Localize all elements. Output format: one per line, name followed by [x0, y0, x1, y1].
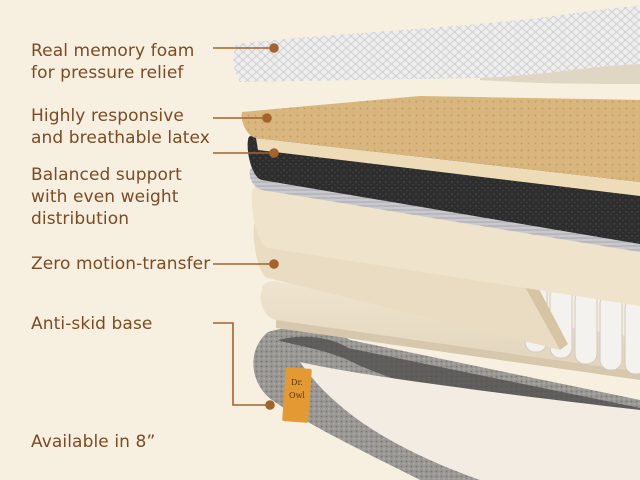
- availability-text: Available in 8”: [31, 432, 156, 452]
- callout-line: with even weight: [31, 187, 179, 207]
- leader-dot-4: [269, 259, 279, 269]
- leader-dot-2: [262, 113, 272, 123]
- callout-line: Highly responsive: [31, 106, 184, 126]
- leader-dot-1: [269, 43, 279, 53]
- leader-lines: [213, 43, 279, 410]
- comfort-foam-layer: [251, 185, 640, 306]
- callout-balanced-support: Balanced support with even weight distri…: [31, 164, 182, 230]
- callout-line: Anti-skid base: [31, 314, 153, 334]
- callout-line: Balanced support: [31, 165, 182, 185]
- base-cover-layer: [253, 326, 640, 480]
- callout-latex: Highly responsive and breathable latex: [31, 105, 210, 149]
- memory-foam-layer: [233, 6, 640, 84]
- leader-line-5: [213, 322, 268, 406]
- brand-tag: Dr. Owl: [282, 367, 312, 423]
- callout-line: for pressure relief: [31, 63, 184, 83]
- callout-motion-transfer: Zero motion-transfer: [31, 253, 210, 275]
- availability-note: Available in 8”: [31, 431, 155, 453]
- callout-line: and breathable latex: [31, 128, 210, 148]
- leader-dot-3: [269, 148, 279, 158]
- tag-text-2: Owl: [289, 391, 305, 400]
- tag-text-1: Dr.: [291, 378, 303, 387]
- latex-layer: [241, 96, 640, 196]
- support-foam-layer: [247, 135, 640, 244]
- callout-memory-foam: Real memory foam for pressure relief: [31, 40, 194, 84]
- callout-line: Zero motion-transfer: [31, 254, 211, 274]
- callout-anti-skid: Anti-skid base: [31, 313, 152, 335]
- callout-line: Real memory foam: [31, 41, 195, 61]
- base-foam-layer: [260, 281, 640, 380]
- callout-line: distribution: [31, 209, 130, 229]
- leader-dot-5: [265, 400, 275, 410]
